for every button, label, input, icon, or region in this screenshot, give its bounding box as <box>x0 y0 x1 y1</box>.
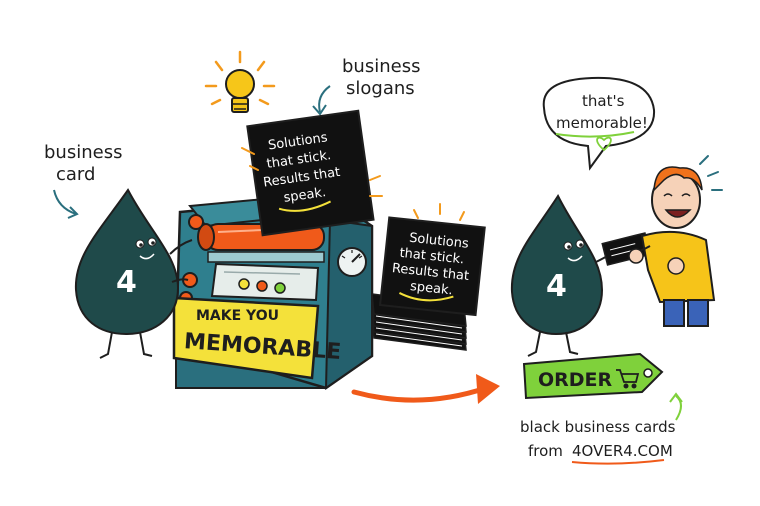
business-card-line1: business <box>44 142 122 163</box>
mascot-right: 4 <box>510 193 615 357</box>
speech-bubble-line2: memorable! <box>556 114 648 132</box>
slogan-card-printing: Solutions that stick. Results that speak… <box>246 109 375 237</box>
gauge-icon <box>337 247 367 277</box>
business-slogans-line1: business <box>342 56 420 77</box>
cart-icon <box>616 369 640 389</box>
stack-card-line1: Solutions <box>408 231 469 252</box>
arrow-icon <box>351 374 500 404</box>
caption: black business cards from 4OVER4.COM <box>520 418 676 465</box>
mascot-left: 4 <box>74 188 193 359</box>
order-label: ORDER <box>538 369 613 391</box>
business-card-label: business card <box>44 142 122 219</box>
business-card-line2: card <box>56 164 95 185</box>
speech-bubble-line1: that's <box>582 92 625 110</box>
business-slogans-label: business slogans <box>312 56 420 116</box>
caption-line1: black business cards <box>520 418 676 436</box>
order-tag[interactable]: ORDER <box>522 352 683 421</box>
mascot-left-number: 4 <box>116 265 137 300</box>
caption-brand-link[interactable]: 4OVER4.COM <box>572 442 673 460</box>
stack-card-line2: that stick. <box>399 246 465 268</box>
business-slogans-line2: slogans <box>346 78 415 99</box>
slogan-card-line4: speak. <box>283 185 327 206</box>
caption-from: from <box>528 442 563 460</box>
speech-bubble: that's memorable! <box>542 76 656 171</box>
mascot-right-number: 4 <box>546 269 567 304</box>
lightbulb-icon <box>204 50 276 113</box>
stack-card-line4: speak. <box>409 279 453 298</box>
card-stack: Solutions that stick. Results that speak… <box>371 203 486 351</box>
panel-text-line1: MAKE YOU <box>196 308 279 324</box>
happy-man <box>628 155 723 327</box>
sparkle-lines <box>241 147 383 197</box>
heart-icon <box>596 136 612 152</box>
